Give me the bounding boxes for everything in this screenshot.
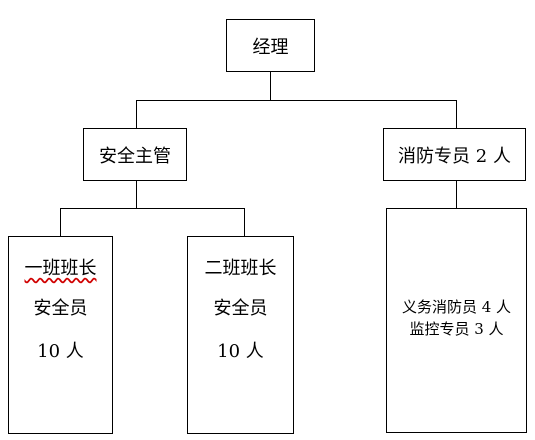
connector-to-team1 [60,208,61,236]
team1-safety-officer-label: 安全员 [33,298,88,319]
node-fire-specialist: 消防专员 2 人 [383,128,526,181]
connector-to-fire-specialist [456,100,457,128]
node-safety-supervisor: 安全主管 [83,128,187,181]
connector-to-fire-staff [456,180,457,208]
connector-to-team2 [244,208,245,236]
node-manager-label: 经理 [252,36,289,58]
node-team2: 二班班长 安全员 10 人 [187,236,294,434]
team2-headcount-label: 10 人 [217,341,264,362]
team2-leader-label: 二班班长 [204,258,277,279]
connector-to-safety-supervisor [136,100,137,128]
node-safety-supervisor-label: 安全主管 [99,145,171,167]
fire-staff-volunteers-label: 义务消防员 4 人 [401,298,512,316]
connector-manager-down [270,71,271,100]
node-team1: 一班班长 安全员 10 人 [8,236,113,434]
node-fire-specialist-label: 消防专员 2 人 [398,145,511,167]
connector-level2-bar [60,208,245,209]
team1-leader-label: 一班班长 [24,258,97,279]
team2-safety-officer-label: 安全员 [213,298,268,319]
connector-level1-bar [136,100,456,101]
node-fire-staff: 义务消防员 4 人 监控专员 3 人 [386,208,527,433]
team1-headcount-label: 10 人 [37,341,84,362]
connector-supervisor-down [136,180,137,208]
fire-staff-monitors-label: 监控专员 3 人 [409,320,504,338]
node-manager: 经理 [226,19,315,72]
